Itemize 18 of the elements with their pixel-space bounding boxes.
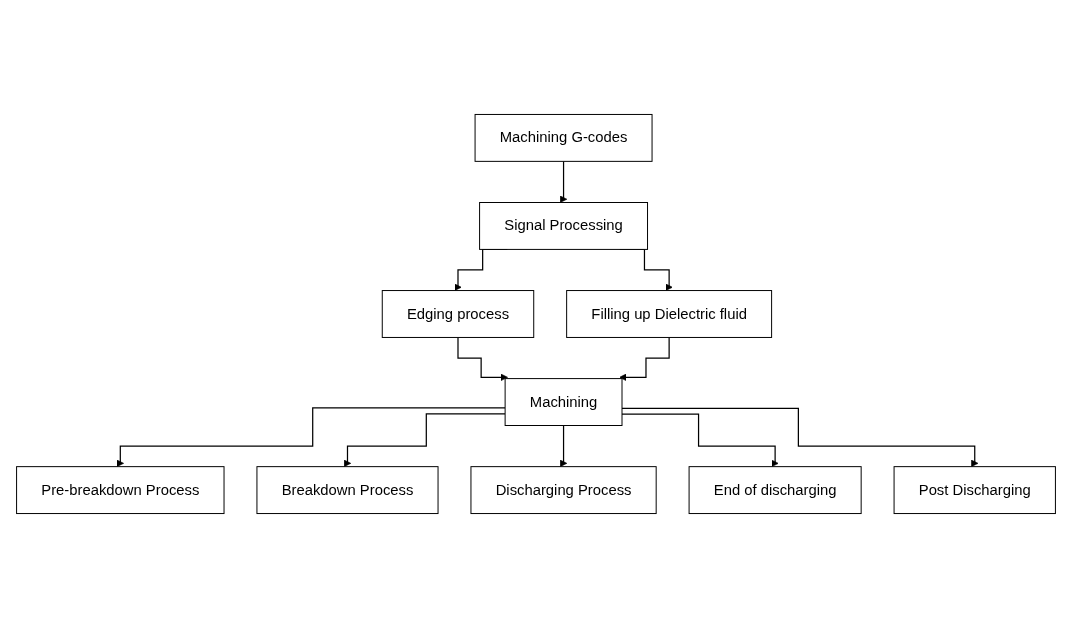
arrow xyxy=(621,407,979,467)
arrow xyxy=(621,413,779,467)
node-box: Machining G-codes xyxy=(474,113,653,162)
node-box: Breakdown Process xyxy=(256,466,439,515)
arrow xyxy=(457,336,508,381)
node-box: End of discharging xyxy=(688,466,862,515)
arrow xyxy=(343,413,506,467)
node-box: Post Discharging xyxy=(893,466,1056,515)
node-box: Filling up Dielectric fluid xyxy=(566,290,773,338)
node-box: Discharging Process xyxy=(470,466,657,515)
node-box: Edging process xyxy=(381,290,535,338)
node-box: Machining xyxy=(504,378,623,426)
arrow xyxy=(559,424,568,467)
node-box: Signal Processing xyxy=(479,202,649,250)
arrow xyxy=(559,160,568,203)
arrow xyxy=(116,407,506,467)
node-box: Pre-breakdown Process xyxy=(16,466,225,515)
arrow xyxy=(619,336,670,381)
